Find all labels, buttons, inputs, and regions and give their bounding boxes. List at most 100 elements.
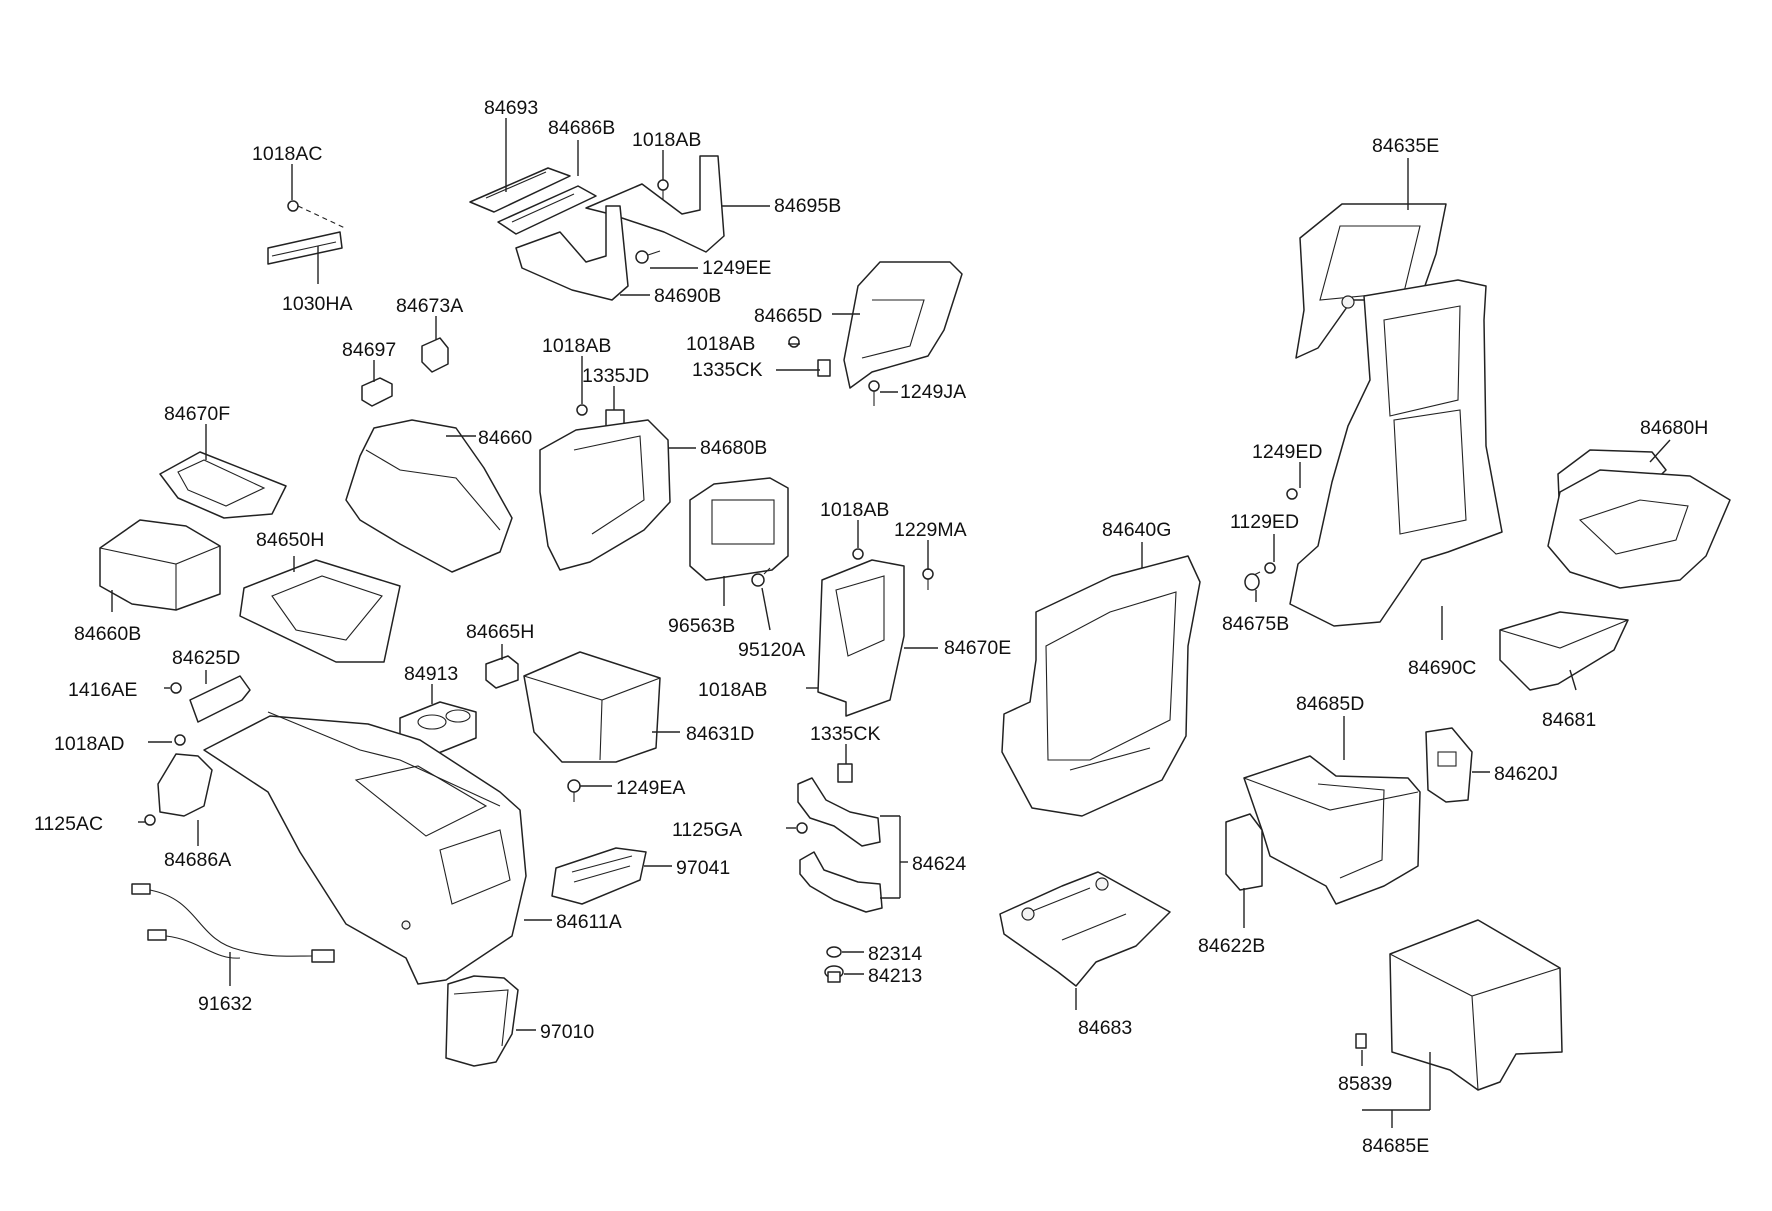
label-84635E: 84635E xyxy=(1372,135,1439,157)
label-95120A: 95120A xyxy=(738,639,805,661)
part-1129ED-screw xyxy=(1251,562,1276,577)
label-84673A: 84673A xyxy=(396,295,463,317)
label-84686A: 84686A xyxy=(164,849,231,871)
part-84650H-plate xyxy=(239,559,401,663)
part-1249EE-screw xyxy=(635,250,661,264)
label-1335JD: 1335JD xyxy=(582,365,649,387)
part-84665D-cover xyxy=(843,261,963,389)
label-1125GA: 1125GA xyxy=(672,819,742,841)
part-84622B-cover xyxy=(1225,813,1263,891)
part-85839-clip xyxy=(1355,1033,1367,1049)
part-84693-plate xyxy=(469,167,571,213)
label-1249JA: 1249JA xyxy=(900,381,966,403)
label-84622B: 84622B xyxy=(1198,935,1265,957)
part-1125AC-screw xyxy=(144,814,156,826)
part-91632-harness xyxy=(131,883,335,963)
label-84624: 84624 xyxy=(912,853,966,875)
label-84665H: 84665H xyxy=(466,621,534,643)
part-1249EA-screw xyxy=(567,779,581,802)
label-1249ED: 1249ED xyxy=(1252,441,1322,463)
label-1018AB-c: 1018AB xyxy=(542,335,611,357)
part-84690C-housing xyxy=(1289,279,1503,627)
part-1018AB-screw-d xyxy=(852,548,864,560)
label-1018AC: 1018AC xyxy=(252,143,322,165)
part-1249JA-screw xyxy=(868,380,880,406)
part-97041-vent xyxy=(551,847,647,905)
label-96563B: 96563B xyxy=(668,615,735,637)
part-84625D-bracket xyxy=(189,675,251,723)
part-84660B-box xyxy=(99,519,221,611)
part-84620J-cover xyxy=(1425,727,1473,803)
label-1018AB-b: 1018AB xyxy=(686,333,755,355)
label-1125AC: 1125AC xyxy=(34,813,103,835)
label-84660: 84660 xyxy=(478,427,532,449)
label-84695B: 84695B xyxy=(774,195,841,217)
label-84680H: 84680H xyxy=(1640,417,1708,439)
part-1030HA-bracket xyxy=(267,231,343,265)
part-84680H-pad xyxy=(1547,449,1731,589)
part-84686A-bracket xyxy=(157,753,213,817)
label-1129ED: 1129ED xyxy=(1230,511,1299,533)
part-number-labels: 1018AC 1030HA 84693 84686B 1018AB 84695B… xyxy=(34,97,1708,1157)
part-1229MA-screw xyxy=(922,568,934,590)
part-84670E-bezel xyxy=(817,559,905,717)
label-84685D: 84685D xyxy=(1296,693,1364,715)
label-84620J: 84620J xyxy=(1494,763,1558,785)
label-1018AD: 1018AD xyxy=(54,733,124,755)
part-84695B-frame xyxy=(585,155,725,253)
label-82314: 82314 xyxy=(868,943,922,965)
part-97010-duct xyxy=(445,975,519,1067)
label-84686B: 84686B xyxy=(548,117,615,139)
label-1030HA: 1030HA xyxy=(282,293,352,315)
part-84685E-box xyxy=(1389,919,1563,1091)
label-84683: 84683 xyxy=(1078,1017,1132,1039)
label-1018AB-d: 1018AB xyxy=(820,499,889,521)
label-1018AB-e: 1018AB xyxy=(698,679,767,701)
label-91632: 91632 xyxy=(198,993,252,1015)
part-84213-plug xyxy=(824,965,844,983)
label-84611A: 84611A xyxy=(556,911,622,933)
label-1249EE: 1249EE xyxy=(702,257,771,279)
part-84631D-bin xyxy=(523,651,661,763)
part-1018AB-screw-b xyxy=(788,336,800,348)
label-84665D: 84665D xyxy=(754,305,822,327)
part-1018AC-screw xyxy=(287,200,346,229)
label-1416AE: 1416AE xyxy=(68,679,137,701)
label-1018AB-top: 1018AB xyxy=(632,129,701,151)
label-84681: 84681 xyxy=(1542,709,1596,731)
part-1125GA-screw xyxy=(796,822,808,834)
part-84681-pocket xyxy=(1499,611,1629,691)
leader-lines xyxy=(111,118,1671,1128)
part-1249ED-screw xyxy=(1286,488,1298,500)
part-84680B-bracket xyxy=(539,419,671,571)
part-84611A-console xyxy=(203,711,527,985)
label-84670E: 84670E xyxy=(944,637,1011,659)
label-84690B: 84690B xyxy=(654,285,721,307)
part-1335CK-clip-b xyxy=(837,763,853,783)
part-84673A-clip xyxy=(421,337,449,373)
part-84665H-switch xyxy=(485,655,519,689)
part-1416AE-clip xyxy=(170,682,182,694)
label-84680B: 84680B xyxy=(700,437,767,459)
part-1335CK-clip-a xyxy=(817,359,831,377)
label-84690C: 84690C xyxy=(1408,657,1476,679)
part-84670F-tray xyxy=(159,451,287,519)
part-84683-pan xyxy=(999,871,1171,987)
part-1018AD-screw xyxy=(174,734,186,746)
part-1018AB-screw-c xyxy=(576,404,588,416)
label-1249EA: 1249EA xyxy=(616,777,685,799)
part-95120A-connector xyxy=(751,567,771,587)
part-82314-nut xyxy=(826,946,842,958)
label-84640G: 84640G xyxy=(1102,519,1171,541)
label-84660B: 84660B xyxy=(74,623,141,645)
part-84675B-cap xyxy=(1244,573,1260,591)
label-84697: 84697 xyxy=(342,339,396,361)
label-84670F: 84670F xyxy=(164,403,230,425)
label-84913: 84913 xyxy=(404,663,458,685)
label-84213: 84213 xyxy=(868,965,922,987)
label-97010: 97010 xyxy=(540,1021,594,1043)
label-84693: 84693 xyxy=(484,97,538,119)
part-96563B-display xyxy=(689,477,789,581)
part-84686B-bracket xyxy=(497,185,597,235)
